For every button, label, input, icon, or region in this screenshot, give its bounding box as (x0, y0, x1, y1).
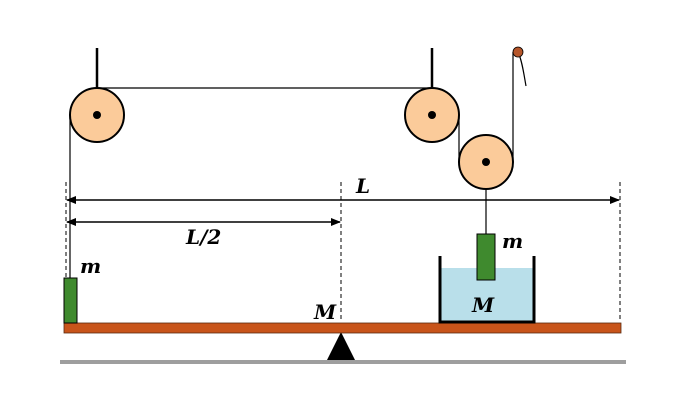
right-pulley-axle (428, 111, 436, 119)
left-pulley-axle (93, 111, 101, 119)
left-block (63, 277, 78, 324)
hanging-block (476, 233, 496, 281)
label-length-total: L (355, 174, 370, 198)
label-mass-right: m (502, 229, 523, 253)
label-length-half: L/2 (185, 225, 221, 249)
label-mass-left: m (80, 254, 101, 278)
lever-beam (63, 322, 622, 334)
label-mass-pivot: M (313, 300, 337, 324)
container (438, 256, 536, 324)
string-knot (512, 46, 524, 58)
lower-pulley-axle (482, 158, 490, 166)
ground-line (60, 360, 626, 364)
fulcrum (327, 332, 355, 360)
label-mass-water: M (471, 293, 495, 317)
